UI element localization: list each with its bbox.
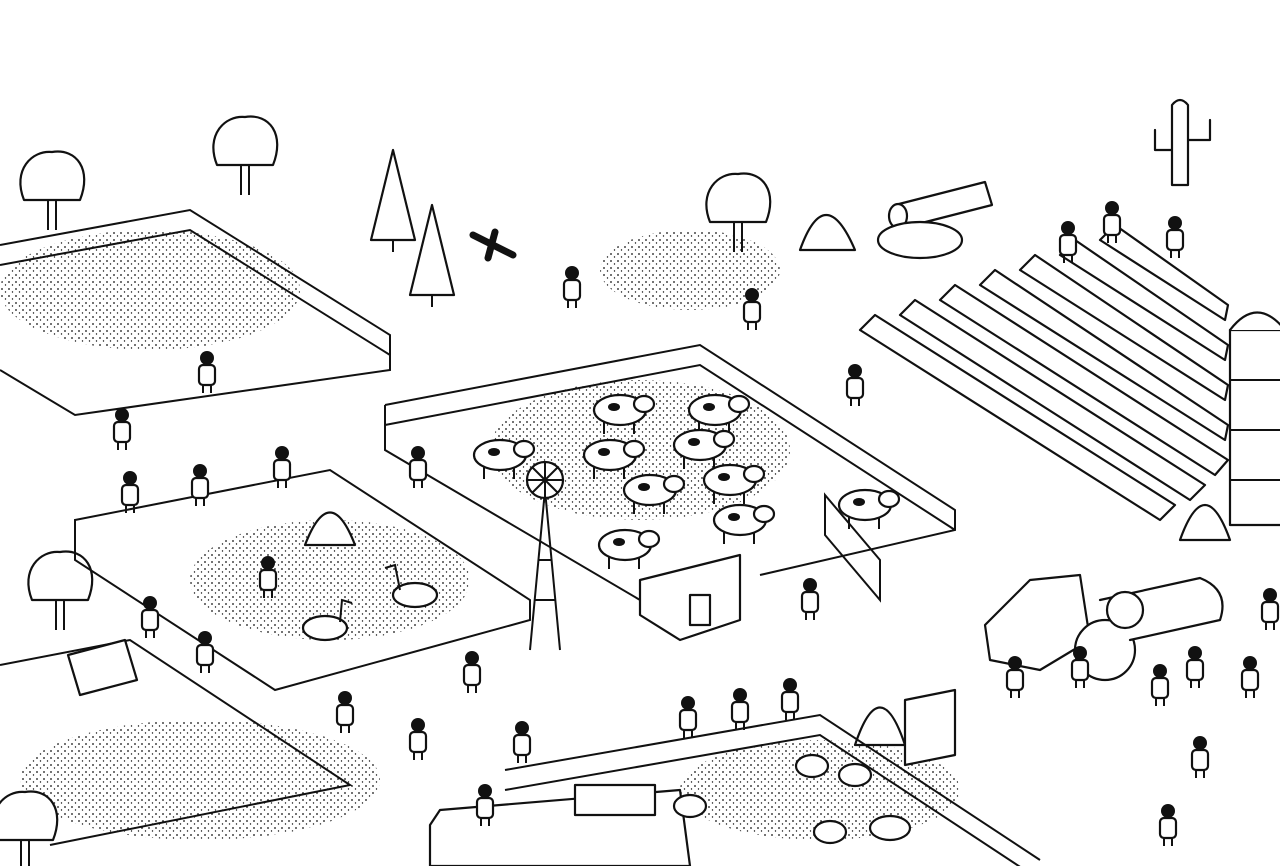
person-icon[interactable] — [1005, 654, 1025, 700]
person-icon[interactable] — [195, 629, 215, 675]
pine-tree-icon[interactable] — [369, 148, 417, 254]
trailer-icon[interactable] — [428, 783, 692, 866]
sheep-icon[interactable] — [672, 793, 708, 819]
person-icon[interactable] — [742, 286, 762, 332]
tree-icon[interactable] — [27, 550, 94, 632]
cactus-icon[interactable] — [1153, 98, 1212, 187]
chicken-coop[interactable] — [66, 638, 139, 697]
cow-icon[interactable] — [837, 488, 901, 531]
person-icon[interactable] — [408, 444, 428, 490]
silo-icon[interactable] — [1228, 311, 1280, 527]
pine-tree-icon[interactable] — [408, 203, 456, 309]
haystack[interactable] — [798, 214, 857, 252]
person-icon[interactable] — [197, 349, 217, 395]
haystack[interactable] — [853, 706, 907, 747]
tractor-icon[interactable] — [983, 573, 1224, 682]
person-icon[interactable] — [272, 444, 292, 490]
person-icon[interactable] — [112, 406, 132, 452]
person-icon[interactable] — [1158, 802, 1178, 848]
windmill-icon[interactable] — [525, 460, 565, 651]
tree-icon[interactable] — [212, 115, 279, 197]
pig-icon[interactable] — [868, 814, 912, 842]
sheep-icon[interactable] — [794, 753, 830, 779]
x-mark[interactable] — [469, 228, 517, 262]
person-icon[interactable] — [562, 264, 582, 310]
haystack[interactable] — [1178, 504, 1232, 542]
person-icon[interactable] — [1260, 586, 1280, 632]
cow-icon[interactable] — [597, 528, 661, 571]
outhouse-icon[interactable] — [903, 688, 957, 767]
person-icon[interactable] — [845, 362, 865, 408]
person-icon[interactable] — [120, 469, 140, 515]
person-icon[interactable] — [335, 689, 355, 735]
sheep-icon[interactable] — [837, 762, 873, 788]
tree-icon[interactable] — [19, 150, 86, 232]
person-icon[interactable] — [512, 719, 532, 765]
log[interactable] — [887, 180, 994, 230]
person-icon[interactable] — [1150, 662, 1170, 708]
person-icon[interactable] — [190, 462, 210, 508]
goose-icon[interactable] — [301, 598, 353, 642]
shed[interactable] — [638, 553, 742, 642]
person-icon[interactable] — [1165, 214, 1185, 260]
cow-icon[interactable] — [712, 503, 776, 546]
sheep-icon[interactable] — [812, 819, 848, 845]
person-icon[interactable] — [1185, 644, 1205, 690]
person-icon[interactable] — [780, 676, 800, 722]
person-icon[interactable] — [408, 716, 428, 762]
person-icon[interactable] — [1190, 734, 1210, 780]
person-icon[interactable] — [462, 649, 482, 695]
tree-icon[interactable] — [0, 790, 59, 866]
person-icon[interactable] — [1240, 654, 1260, 700]
ground-texture — [0, 230, 960, 840]
person-icon[interactable] — [140, 594, 160, 640]
crop-field[interactable] — [858, 223, 1230, 522]
haystack[interactable] — [303, 511, 357, 547]
person-icon[interactable] — [800, 576, 820, 622]
rock[interactable] — [876, 220, 964, 260]
goose-icon[interactable] — [384, 563, 439, 609]
person-icon[interactable] — [730, 686, 750, 732]
person-icon[interactable] — [1070, 644, 1090, 690]
person-icon[interactable] — [678, 694, 698, 740]
